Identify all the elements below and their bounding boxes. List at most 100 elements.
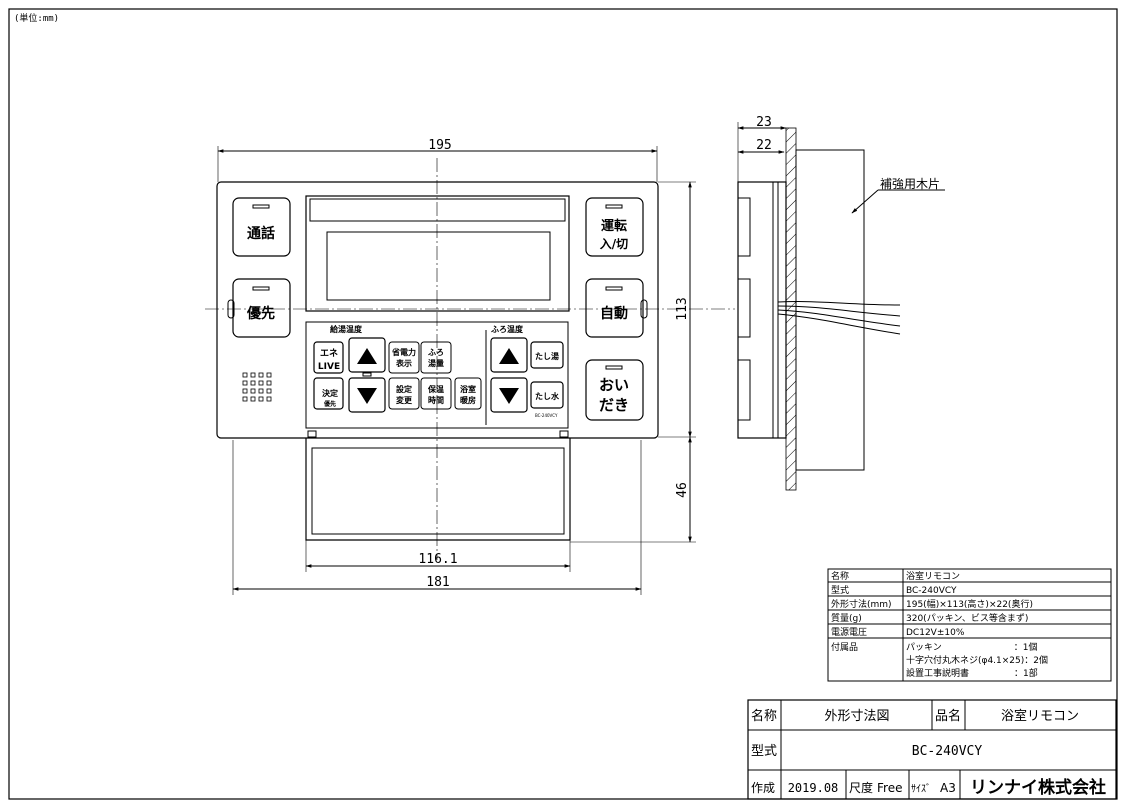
- keep-warm-label-1: 保温: [427, 384, 444, 394]
- decide-label-1: 決定: [322, 388, 338, 398]
- company-name: リンナイ株式会社: [970, 777, 1106, 798]
- speaker-hole: [250, 396, 256, 402]
- speaker-hole: [250, 388, 256, 394]
- title-model-value: BC-240VCY: [912, 744, 983, 759]
- title-made-label: 作成: [751, 781, 775, 795]
- dim-46: 46: [675, 482, 690, 498]
- speaker-hole: [242, 372, 248, 378]
- power-display-label-1: 省電力: [391, 347, 416, 357]
- wood-label: 補強用木片: [880, 177, 940, 191]
- bath-amount-button: [420, 341, 452, 374]
- dim-23: 23: [756, 115, 772, 130]
- title-block: 名称 外形寸法図 品名 浴室リモコン 型式 BC-240VCY 作成 2019.…: [747, 699, 1117, 800]
- bath-heat-label-1: 浴室: [460, 384, 476, 394]
- cable: [777, 301, 901, 335]
- bath-down-button: [490, 377, 528, 413]
- supply-down-icon: [357, 388, 377, 404]
- add-hot-label: たし湯: [535, 351, 559, 361]
- wood-leader: [851, 189, 879, 214]
- supply-up-icon: [357, 348, 377, 364]
- priority-label: 優先: [246, 305, 275, 322]
- bath-amount-label-1: ふろ: [428, 348, 444, 357]
- wall-hatch: [785, 127, 797, 491]
- reheat-button: [585, 359, 644, 421]
- bath-amount-label-2: 湯量: [428, 358, 444, 368]
- speaker-hole: [250, 372, 256, 378]
- speaker-hole: [266, 372, 272, 378]
- title-model-label: 型式: [751, 744, 777, 759]
- spec-val-7: 設置工事説明書 ：1部: [906, 667, 1038, 679]
- call-led: [252, 204, 270, 209]
- lcd-screen: [326, 231, 551, 301]
- power-label-1: 運転: [601, 218, 627, 234]
- speaker-hole: [266, 388, 272, 394]
- power-led: [605, 204, 623, 209]
- keep-warm-button: [420, 377, 452, 410]
- supply-up-button: [348, 337, 386, 373]
- title-scale-value: Free: [877, 781, 902, 795]
- lower-cover-inner: [311, 447, 565, 535]
- decide-button: [313, 377, 344, 410]
- spec-key-5: 付属品: [831, 642, 858, 653]
- lcd-frame: [305, 195, 570, 312]
- title-name-value: 外形寸法図: [824, 709, 889, 724]
- auto-label: 自動: [600, 305, 628, 322]
- side-view: 補強用木片 23 22: [737, 115, 945, 491]
- dimensions: 195 113 46 116.1 181: [217, 138, 696, 595]
- bath-up-button: [490, 337, 528, 373]
- dim-22: 22: [756, 138, 772, 153]
- front-view: 通話 優先 運転 入/切 自動 おい だき 給湯温度 ふろ温度 エネ LIVE …: [205, 158, 735, 560]
- spec-val-1: BC-240VCY: [906, 586, 957, 596]
- dim-195: 195: [428, 138, 451, 153]
- side-button-1: [737, 197, 751, 257]
- title-product-value: 浴室リモコン: [1001, 708, 1079, 724]
- spec-val-4: DC12V±10%: [906, 628, 965, 638]
- spec-key-2: 外形寸法(mm): [831, 598, 892, 610]
- title-size-label: ｻｲｽﾞ: [911, 783, 931, 795]
- spec-key-3: 質量(g): [831, 612, 862, 624]
- speaker-hole: [258, 396, 264, 402]
- speaker-hole: [266, 396, 272, 402]
- call-button: [232, 197, 291, 257]
- bath-up-icon: [499, 348, 519, 364]
- eco-label-1: エネ: [320, 348, 338, 359]
- side-button-2: [737, 278, 751, 338]
- auto-button: [585, 278, 644, 338]
- dim-116: 116.1: [418, 552, 457, 567]
- priority-button: [232, 278, 291, 338]
- reheat-label-2: だき: [599, 396, 629, 414]
- spec-key-0: 名称: [831, 570, 849, 582]
- spec-table: 名称 浴室リモコン 型式 BC-240VCY 外形寸法(mm) 195(幅)×1…: [827, 568, 1112, 682]
- eco-live-button: [313, 341, 344, 374]
- spec-val-5: パッキン ：1個: [906, 641, 1037, 653]
- speaker-hole: [242, 380, 248, 386]
- speaker-hole: [258, 372, 264, 378]
- speaker-hole: [258, 388, 264, 394]
- priority-led: [252, 286, 270, 291]
- sheet-border: [8, 8, 1118, 800]
- spec-val-2: 195(幅)×113(高さ)×22(奥行): [906, 598, 1033, 610]
- setting-button: [388, 377, 420, 410]
- remote-body: [216, 181, 659, 439]
- hinge-right: [559, 430, 569, 438]
- speaker-hole: [242, 388, 248, 394]
- title-name-label: 名称: [751, 708, 777, 724]
- lower-cover: [305, 438, 571, 541]
- control-panel: [305, 321, 569, 429]
- eco-label-2: LIVE: [318, 362, 340, 372]
- add-water-label: たし水: [535, 391, 560, 401]
- bath-temp-label: ふろ温度: [491, 324, 524, 334]
- side-button-3: [737, 359, 751, 421]
- power-display-button: [388, 341, 420, 374]
- speaker-hole: [258, 380, 264, 386]
- title-made-value: 2019.08: [788, 781, 839, 795]
- lcd-top-bar: [309, 198, 566, 222]
- power-label-2: 入/切: [600, 237, 628, 251]
- spec-val-3: 320(パッキン、ビス等含まず): [906, 612, 1028, 624]
- keep-warm-label-2: 時間: [428, 395, 444, 405]
- supply-led: [362, 372, 372, 377]
- auto-led: [605, 286, 623, 291]
- model-small-label: BC-240VCY: [535, 413, 558, 418]
- speaker-hole: [250, 380, 256, 386]
- bath-down-icon: [499, 388, 519, 404]
